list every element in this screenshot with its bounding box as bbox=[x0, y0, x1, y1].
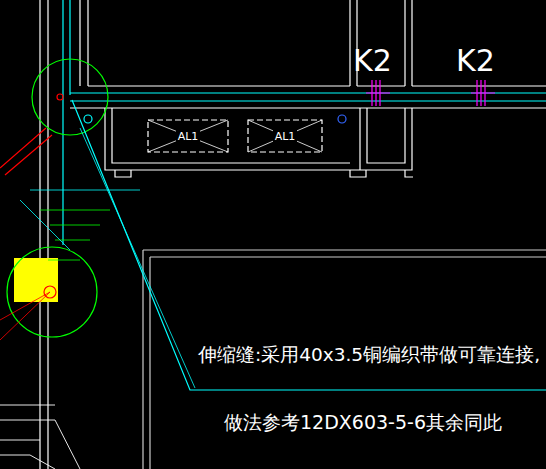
note-text: 做法参考12DX603-5-6其余同此 bbox=[224, 413, 502, 432]
panel-label: AL1 bbox=[176, 130, 201, 143]
panel-box: AL1 bbox=[248, 120, 322, 152]
switch-label: K2 bbox=[353, 46, 392, 76]
panel-label: AL1 bbox=[273, 130, 298, 143]
note-text: 伸缩缝:采用40x3.5铜编织带做可靠连接, bbox=[198, 346, 540, 365]
panel-box: AL1 bbox=[148, 120, 228, 152]
switch-label: K2 bbox=[456, 46, 495, 76]
